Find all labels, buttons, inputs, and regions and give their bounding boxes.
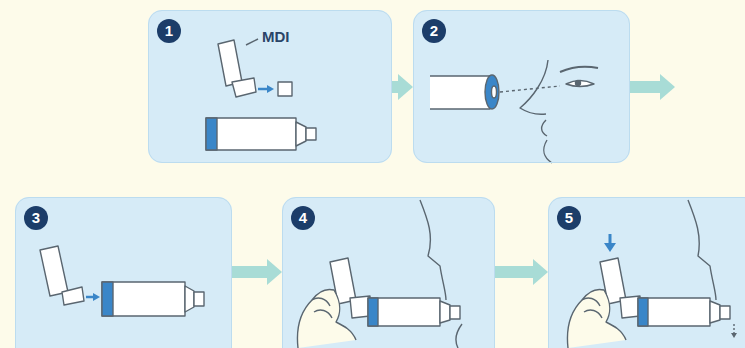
step-arrow xyxy=(392,81,398,93)
step-panel: 5 xyxy=(548,197,745,348)
step-number: 5 xyxy=(557,206,581,230)
continue-arrow xyxy=(630,74,675,100)
part-label: MDI xyxy=(262,28,290,45)
step-number: 4 xyxy=(291,206,315,230)
step-panel: 3 xyxy=(15,197,232,348)
step-panel: 4 xyxy=(282,197,495,348)
step-arrow xyxy=(232,266,267,278)
step-number: 2 xyxy=(422,19,446,43)
inhaler-drawings xyxy=(40,39,737,348)
step-number: 3 xyxy=(24,206,48,230)
step-number: 1 xyxy=(157,19,181,43)
panel-fills xyxy=(15,10,745,348)
step-arrow xyxy=(495,266,533,278)
step-panel: 2 xyxy=(413,10,630,163)
